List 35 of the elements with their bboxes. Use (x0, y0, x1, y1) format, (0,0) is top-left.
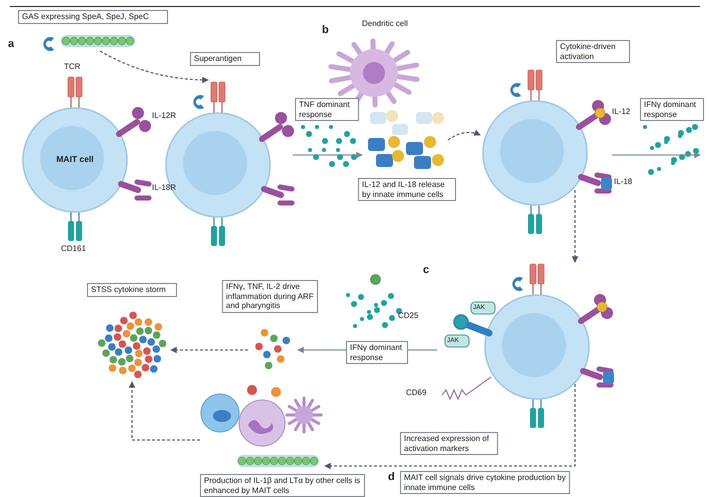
part-label: IL-12 (612, 108, 630, 117)
dashed-arrow (170, 346, 248, 354)
dashed-arrow (448, 130, 481, 140)
part-label: IL-12R (152, 112, 176, 121)
edge-label: IFNγ dominant response (640, 98, 704, 122)
part-label: CD25 (398, 312, 418, 321)
panel-letter: d (388, 471, 395, 484)
edge-label: TNF dominant response (295, 98, 359, 122)
caption-box: Production of IL-1β and LTα by other cells is enhanced by MAIT cells (200, 474, 365, 497)
caption-box: Cytokine-driven activation (556, 40, 630, 64)
dashed-arrow (128, 381, 200, 441)
caption-box: IL-12 and IL-18 release by innate immune cells (358, 178, 456, 202)
part-label: IL-18R (152, 184, 176, 193)
panel-letter: c (423, 264, 430, 276)
arrow (293, 152, 363, 158)
part-label: IL-18 (614, 178, 632, 187)
panel-letter: a (8, 38, 14, 50)
caption-box: Increased expression of activation markers (400, 432, 498, 456)
cell-label: MAIT cell (55, 155, 95, 164)
part-label: CD69 (406, 389, 426, 398)
dashed-arrow (572, 190, 578, 263)
edge-label: MAIT cell signals drive cytokine production by innate immune cells (400, 471, 570, 494)
caption-box: GAS expressing SpeA, SpeJ, SpeC (18, 10, 168, 24)
edge-label: IFNγ dominant response (346, 341, 408, 364)
caption-box: STSS cytokine storm (87, 283, 177, 297)
dashed-arrow (100, 50, 209, 84)
part-label: TCR (64, 63, 80, 72)
dashed-arrow (324, 384, 576, 470)
part-label: Dendritic cell (362, 20, 408, 29)
caption-box: Superantigen (190, 52, 260, 66)
arrow (612, 152, 701, 158)
part-label: CD161 (61, 245, 86, 254)
caption-box: IFNγ, TNF, IL-2 drive inflammation during ARF and pharyngitis (222, 280, 318, 313)
arrow (297, 346, 437, 354)
panel-letter: b (322, 24, 329, 36)
